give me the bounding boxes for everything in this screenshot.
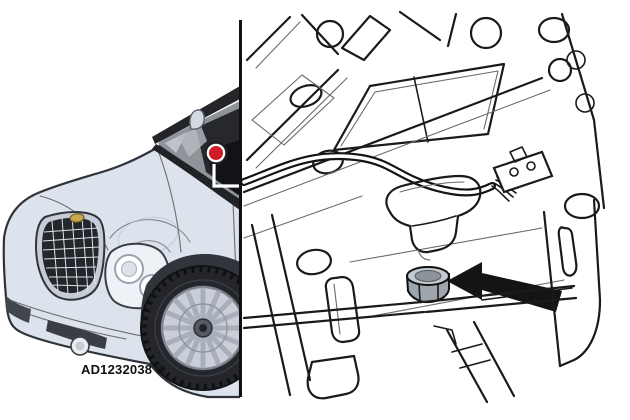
grille <box>34 211 106 301</box>
component-detail-illustration <box>242 10 606 404</box>
sensor-housing <box>385 174 482 261</box>
brand-badge <box>69 213 85 223</box>
pointer-arrow <box>447 262 562 312</box>
callout-frame <box>212 164 240 188</box>
front-wheel <box>140 254 240 391</box>
side-mirror <box>189 109 205 130</box>
floor-pan <box>242 10 606 319</box>
mounting-brackets <box>242 198 602 404</box>
wiring-harness <box>242 146 554 202</box>
front-bumper <box>9 299 143 356</box>
panel-divider-line <box>239 20 242 397</box>
mounting-nut <box>405 266 450 304</box>
harness-connector <box>492 146 554 194</box>
cowl-band <box>152 144 240 210</box>
location-marker-dot <box>209 146 223 160</box>
vehicle-overview-illustration <box>2 86 240 399</box>
figure-code-label: AD1232038 © <box>81 362 166 377</box>
location-marker <box>204 141 240 188</box>
